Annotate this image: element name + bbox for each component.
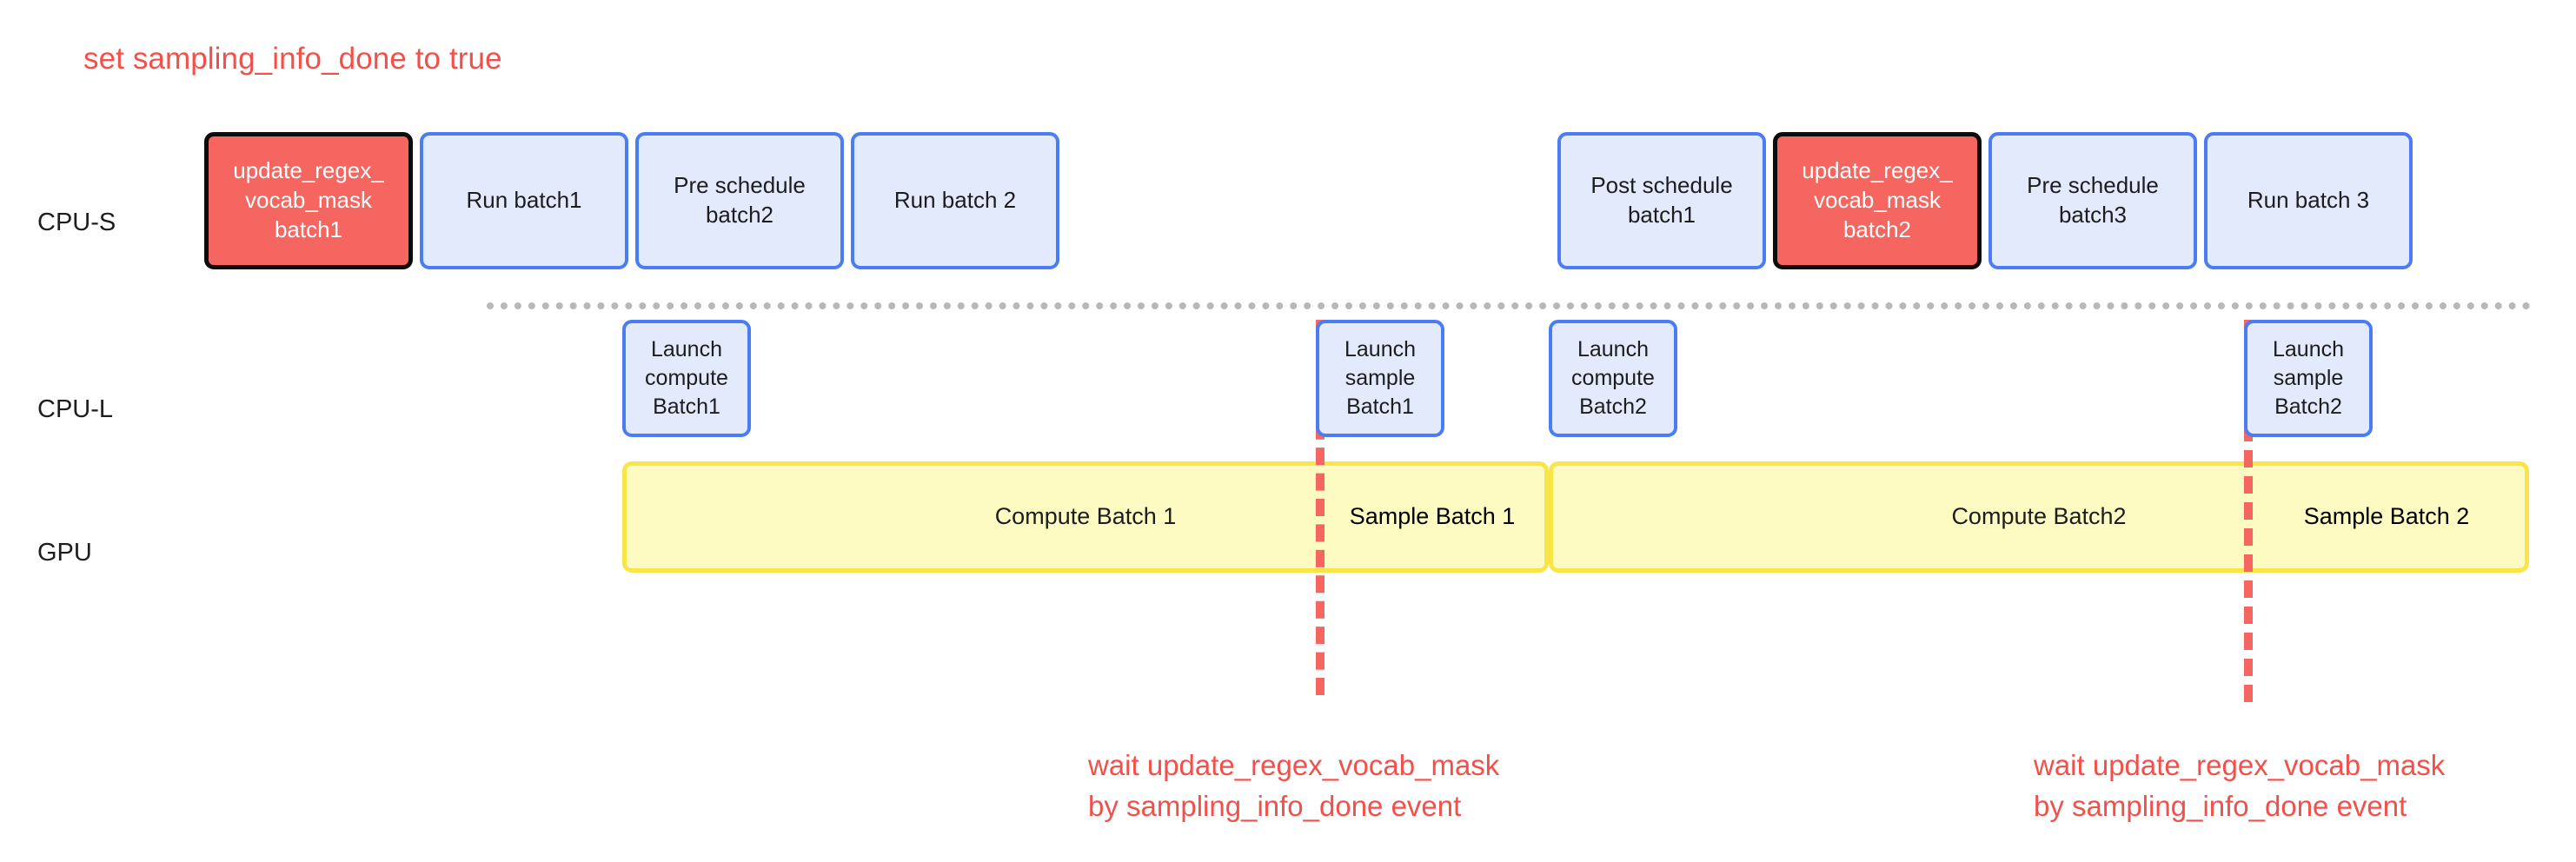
gpu-segment-compute-batch2[interactable]: Compute Batch2 <box>1549 461 2529 573</box>
row-label-cpu-s: CPU-S <box>37 209 116 236</box>
cpu-s-task-run-batch3[interactable]: Run batch 3 <box>2204 132 2413 269</box>
segment-label: Compute Batch2 <box>1951 503 2127 530</box>
gpu-segment-sample-batch2[interactable]: Sample Batch 2 <box>2244 461 2529 573</box>
task-label: Run batch 2 <box>893 187 1017 214</box>
row-label-cpu-l: CPU-L <box>37 395 114 423</box>
segment-label: Sample Batch 2 <box>2303 503 2470 530</box>
cpu-s-task-run-batch1[interactable]: Run batch1 <box>420 132 628 269</box>
wait-annotation-1: wait update_regex_vocab_mask by sampling… <box>1088 746 1499 827</box>
task-label: Run batch1 <box>466 187 582 214</box>
event-line-sampling-info-done-1 <box>1316 320 1325 695</box>
segment-label: Sample Batch 1 <box>1349 503 1516 530</box>
gpu-segment-compute-batch1[interactable]: Compute Batch 1 <box>622 461 1549 573</box>
gpu-segment-sample-batch1[interactable]: Sample Batch 1 <box>1316 461 1549 573</box>
cpu-s-task-run-batch2[interactable]: Run batch 2 <box>851 132 1059 269</box>
wait-annotation-line1: wait update_regex_vocab_mask <box>1088 749 1500 781</box>
wait-annotation-line1: wait update_regex_vocab_mask <box>2034 749 2446 781</box>
title-annotation: set sampling_info_done to true <box>83 42 502 76</box>
event-line-sampling-info-done-2 <box>2244 320 2253 702</box>
swimlane-separator <box>487 302 2531 309</box>
task-label: Run batch 3 <box>2247 187 2370 214</box>
wait-annotation-2: wait update_regex_vocab_mask by sampling… <box>2034 746 2445 827</box>
row-label-gpu: GPU <box>37 539 92 567</box>
wait-annotation-line2: by sampling_info_done event <box>2034 789 2407 822</box>
wait-annotation-line2: by sampling_info_done event <box>1088 789 1462 822</box>
segment-label: Compute Batch 1 <box>994 503 1177 530</box>
